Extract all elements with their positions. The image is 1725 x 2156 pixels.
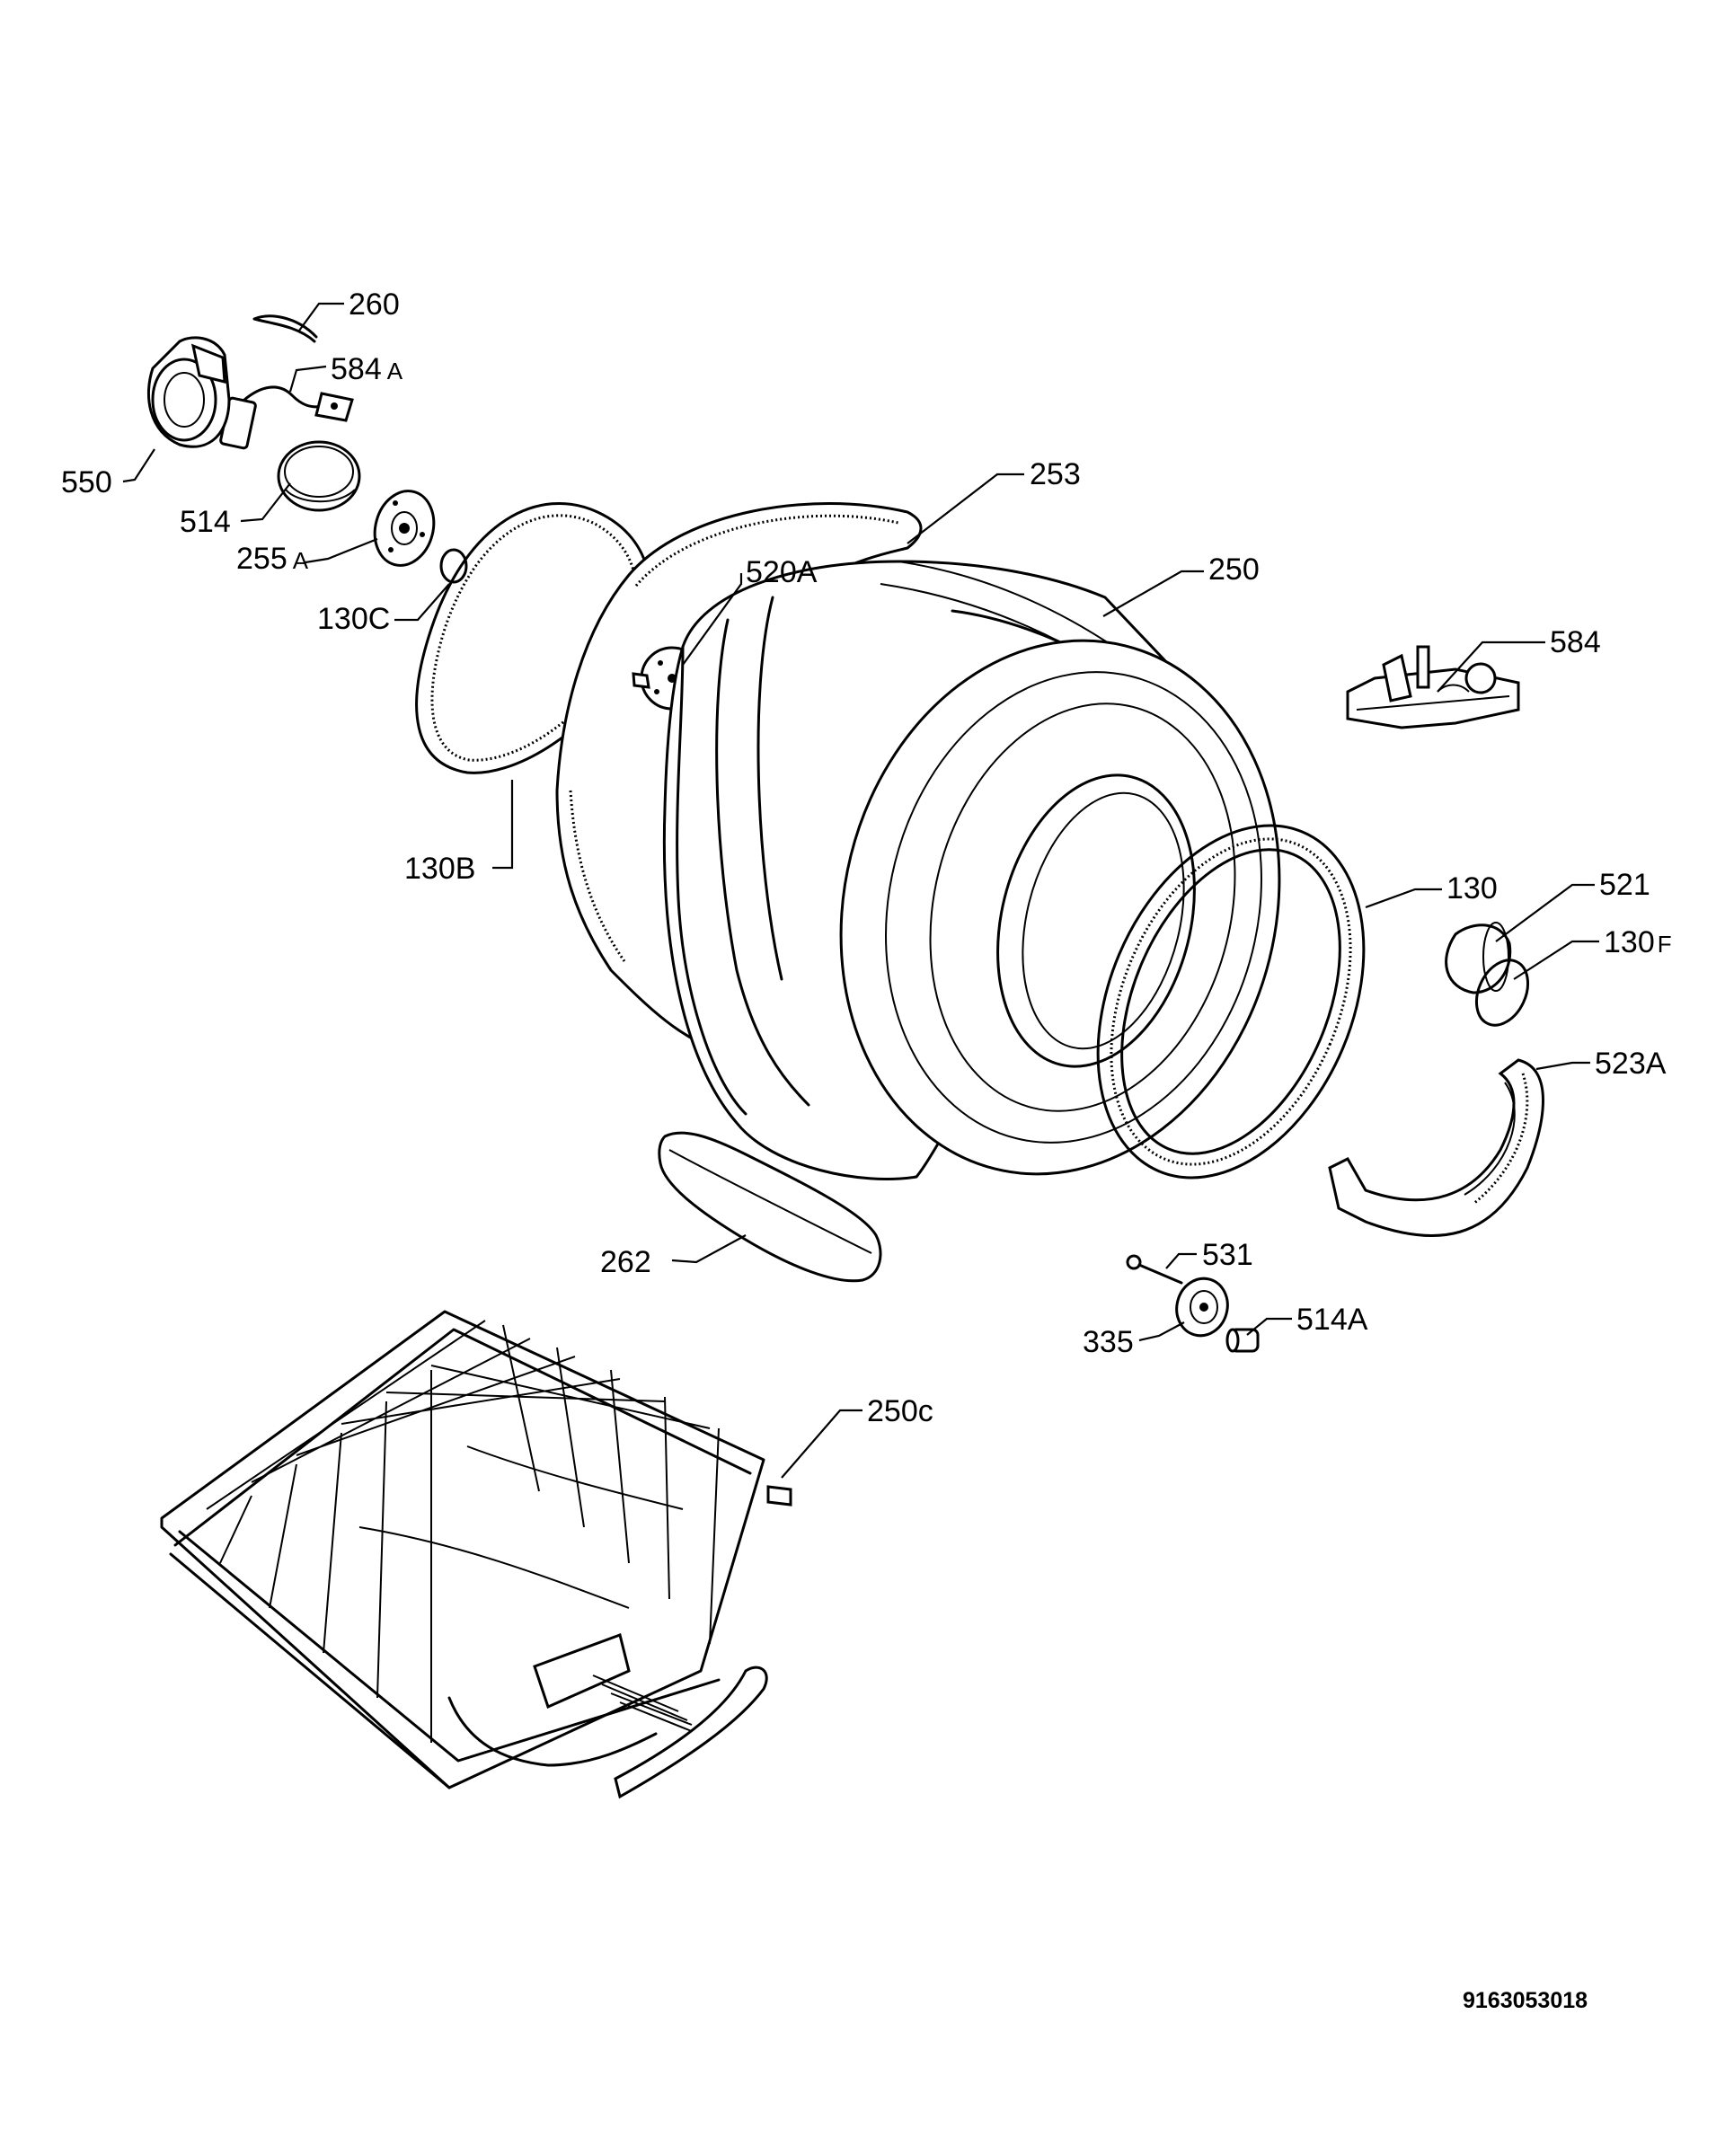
label-523a: 523A [1595, 1047, 1667, 1081]
part-550-bearing-housing [146, 336, 231, 448]
part-262-lifting-vane [658, 1131, 882, 1283]
part-523a-seal-segment [1328, 1058, 1544, 1237]
label-584a-suffix: A [387, 358, 403, 384]
part-335-drum-wheel [1175, 1277, 1229, 1338]
label-250: 250 [1208, 552, 1260, 587]
drawing-reference-number: 9163053018 [1463, 1988, 1588, 2013]
label-531: 531 [1202, 1238, 1253, 1272]
part-255a-shaft-flange [373, 490, 436, 567]
label-514: 514 [180, 505, 231, 539]
label-260: 260 [349, 287, 400, 322]
label-550: 550 [61, 465, 112, 499]
label-250c: 250c [867, 1394, 933, 1428]
label-520a: 520A [746, 555, 818, 589]
part-250-drum [662, 560, 1281, 1180]
label-253: 253 [1030, 457, 1081, 491]
label-130: 130 [1446, 871, 1498, 906]
label-584a-number: 584 [331, 352, 382, 386]
part-130c-circlip [439, 548, 468, 584]
part-584a-sensor [219, 385, 354, 450]
part-130f-o-ring [1474, 959, 1530, 1027]
label-514a: 514A [1296, 1303, 1368, 1337]
part-130-front-felt-seal [1096, 824, 1366, 1180]
label-130c: 130C [317, 602, 390, 636]
label-130f-number: 130 [1604, 925, 1655, 959]
label-255a-suffix: A [293, 547, 309, 574]
label-262: 262 [600, 1245, 651, 1279]
part-584-sensor-bracket [1346, 645, 1520, 729]
label-335: 335 [1083, 1325, 1134, 1359]
label-584: 584 [1550, 625, 1601, 659]
label-521: 521 [1599, 868, 1650, 902]
part-531-screw [1126, 1254, 1183, 1285]
label-130b: 130B [404, 852, 475, 886]
leader-lines [122, 302, 1599, 1479]
part-514a-wheel-bushing [1225, 1328, 1260, 1353]
label-255a-number: 255 [236, 542, 288, 576]
part-521-bearing-cap [1445, 922, 1512, 994]
label-130f-suffix: F [1658, 931, 1672, 958]
part-250c-drying-basket [160, 1310, 792, 1799]
part-260-wire-clip [252, 314, 318, 343]
part-514-bearing-ring [277, 440, 361, 512]
